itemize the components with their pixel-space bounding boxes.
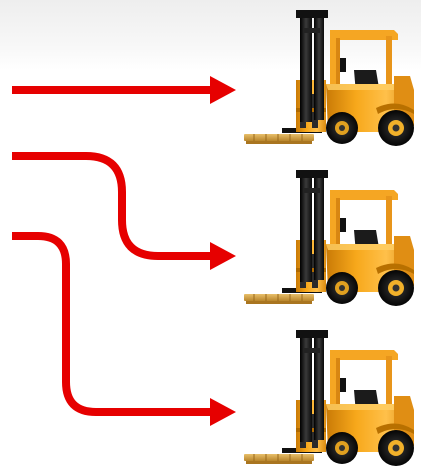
forklift-icon (244, 10, 414, 146)
forklift-icon (244, 170, 414, 306)
arrowhead-icon (210, 398, 236, 426)
arrow-bottom (12, 236, 212, 412)
arrow-middle (12, 156, 212, 256)
arrowhead-icon (210, 76, 236, 104)
arrows (12, 90, 212, 412)
arrowhead-icon (210, 242, 236, 270)
forklift-icon (244, 330, 414, 466)
